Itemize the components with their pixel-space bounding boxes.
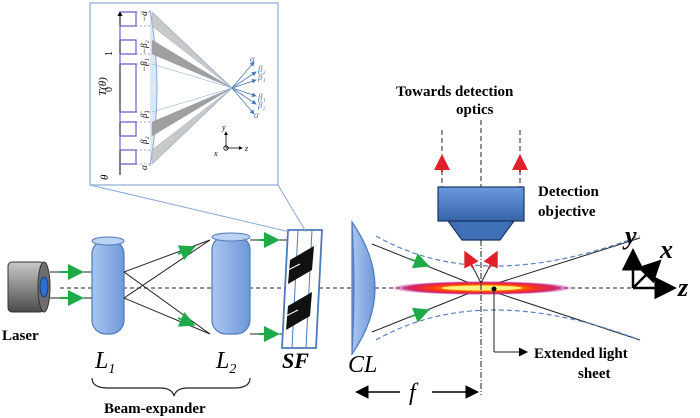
laser-source bbox=[7, 261, 51, 313]
inset-tick-zero: 0 bbox=[104, 87, 115, 92]
detection-objective bbox=[437, 186, 525, 241]
zoom-line bbox=[89, 184, 291, 233]
inset-tick: −β₂ bbox=[139, 40, 149, 54]
inset-axis-y: y bbox=[221, 123, 226, 132]
inset-tick: −α bbox=[139, 11, 149, 22]
inset-ray-labels: α β₂ β₁ β₁ β₂ α bbox=[250, 54, 266, 120]
inset-panel bbox=[89, 2, 279, 186]
bessel-envelope bbox=[375, 309, 641, 341]
expander-rays bbox=[123, 239, 211, 335]
laser-label: Laser bbox=[2, 328, 39, 344]
red-arrow bbox=[464, 250, 479, 269]
extended-sheet-label-2: sheet bbox=[578, 366, 611, 382]
inset-ray-label: β₁ bbox=[257, 92, 266, 102]
coordinate-axes bbox=[621, 248, 677, 300]
inset-ray-label: α bbox=[250, 54, 255, 64]
input-beam bbox=[50, 271, 92, 299]
inset-tick-labels: −α −β₂ −β₁ β₁ β₂ α bbox=[139, 11, 149, 170]
inset-axis-z: z bbox=[244, 144, 249, 153]
transmission-profile bbox=[119, 11, 137, 165]
inset-axis-x: x bbox=[213, 149, 218, 158]
inset-ray-label: β₁ bbox=[257, 72, 266, 82]
inset-ray-label: β₂ bbox=[257, 64, 266, 74]
inset-ray-label: β₂ bbox=[257, 100, 266, 110]
light-sheet-core bbox=[442, 285, 522, 291]
inset-theta-label: θ bbox=[99, 174, 111, 180]
zoom-line bbox=[277, 184, 307, 233]
lens-l1 bbox=[91, 236, 125, 335]
beam-expander-brace bbox=[91, 377, 251, 397]
inset-t-label: T(θ) bbox=[97, 77, 109, 96]
green-arrow bbox=[409, 307, 430, 323]
towards-detection-label: Towards detection bbox=[396, 84, 514, 100]
towards-optics-label: optics bbox=[456, 102, 494, 118]
inset-ray-label: α bbox=[254, 110, 259, 120]
inset-tick: −β₁ bbox=[139, 58, 149, 72]
lens-l2 bbox=[211, 232, 251, 335]
spatial-filter bbox=[281, 229, 323, 349]
detection-axes bbox=[441, 120, 521, 187]
inset-tick: β₂ bbox=[139, 136, 149, 145]
green-arrow bbox=[409, 253, 430, 269]
green-arrow bbox=[177, 311, 196, 327]
red-arrow bbox=[483, 250, 498, 269]
inset-tick: α bbox=[139, 165, 149, 170]
lens-l2-label: L2 bbox=[215, 348, 236, 377]
axis-y-label: y bbox=[622, 221, 637, 250]
lens-l1-label: L1 bbox=[94, 348, 115, 377]
inset-tick: β₁ bbox=[139, 110, 149, 119]
axis-z-label: z bbox=[677, 273, 689, 302]
beam-expander-label: Beam-expander bbox=[104, 401, 206, 417]
inset-tick-one: 1 bbox=[104, 51, 115, 56]
sf-label: SF bbox=[282, 348, 309, 373]
focal-point bbox=[491, 286, 497, 292]
detection-objective-label-2: objective bbox=[538, 204, 596, 220]
focal-length-label: f bbox=[409, 380, 419, 406]
cl-label: CL bbox=[348, 352, 377, 378]
extended-sheet-label-1: Extended light bbox=[534, 346, 628, 362]
axis-x-label: x bbox=[659, 235, 673, 264]
detection-objective-label-1: Detection bbox=[538, 184, 599, 200]
cylindrical-lens bbox=[351, 220, 376, 356]
green-arrow bbox=[177, 245, 196, 261]
